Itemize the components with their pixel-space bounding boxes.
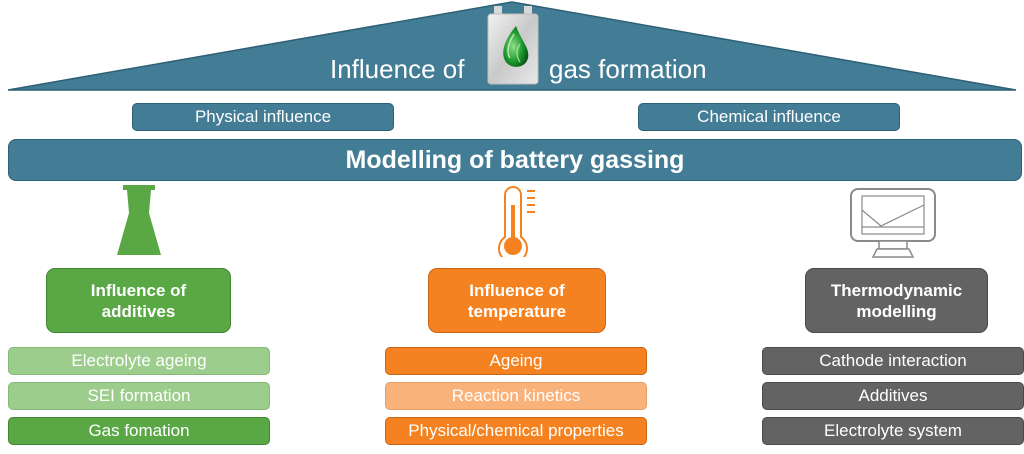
pillar-title-line: additives — [101, 301, 176, 321]
thermometer-icon — [498, 186, 535, 257]
list-item: Ageing — [385, 347, 647, 375]
pillar-title-line: modelling — [856, 301, 937, 321]
main-modelling-bar: Modelling of battery gassing — [8, 139, 1022, 181]
pillar-title-line: Influence of — [469, 280, 565, 300]
list-item: Additives — [762, 382, 1024, 410]
pillar-title-line: Influence of — [90, 280, 187, 300]
battery-gas-drop-icon — [486, 4, 540, 86]
computer-monitor-icon — [850, 188, 936, 258]
list-item: Electrolyte ageing — [8, 347, 270, 375]
roof-title-prefix: Influence of — [330, 54, 465, 84]
list-item: SEI formation — [8, 382, 270, 410]
pillar-title-line: temperature — [467, 301, 567, 321]
flask-icon — [117, 185, 161, 255]
list-item: Gas fomation — [8, 417, 270, 445]
list-item: Physical/chemical properties — [385, 417, 647, 445]
physical-influence-bar: Physical influence — [132, 103, 394, 131]
chemical-influence-bar: Chemical influence — [638, 103, 900, 131]
list-item: Electrolyte system — [762, 417, 1024, 445]
list-item: Cathode interaction — [762, 347, 1024, 375]
pillar-title-line: Thermodynamic — [830, 280, 963, 300]
list-item: Reaction kinetics — [385, 382, 647, 410]
roof-title-suffix: gas formation — [549, 54, 707, 84]
